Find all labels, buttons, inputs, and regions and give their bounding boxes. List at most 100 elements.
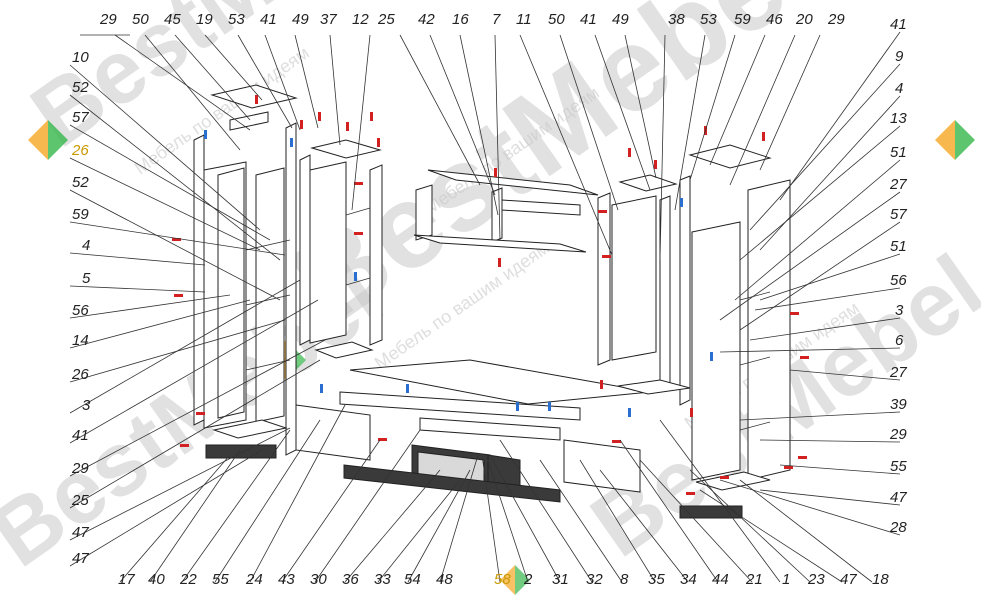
callouts-top-right: 50 41 49 38 53 59 46 20 29 xyxy=(548,11,845,28)
callout-label: 28 xyxy=(889,519,907,536)
wall-shelf-middle xyxy=(501,199,581,216)
callout-label: 35 xyxy=(648,571,665,588)
tv-stand xyxy=(295,359,691,503)
wall-shelf-bottom xyxy=(413,234,587,253)
callout-label: 25 xyxy=(71,492,89,509)
callout-label: 45 xyxy=(164,11,181,28)
callout-label: 12 xyxy=(352,11,369,28)
right-cabinet-back xyxy=(747,179,791,481)
callout-label: 51 xyxy=(890,238,907,255)
callout-label: 29 xyxy=(889,426,907,443)
glass-cabinet-bottom xyxy=(314,341,374,359)
glass-cabinet-left-side xyxy=(299,154,311,346)
callout-label: 1 xyxy=(782,571,790,588)
callout-label: 3 xyxy=(82,397,91,414)
glass-cabinet-glass-door xyxy=(309,161,347,344)
callout-label: 41 xyxy=(580,11,597,28)
callout-label: 56 xyxy=(890,272,907,289)
callout-label: 47 xyxy=(72,524,89,541)
right-cabinet-shelf-2 xyxy=(739,356,771,366)
narrow-cabinet-right-side xyxy=(659,195,671,391)
callout-label: 33 xyxy=(374,571,391,588)
callouts-top-mid: 25 42 16 7 11 xyxy=(377,11,532,28)
callout-label: 48 xyxy=(436,571,453,588)
callout-label: 47 xyxy=(840,571,857,588)
callout-label: 6 xyxy=(895,332,904,349)
logo-mark-left xyxy=(28,120,68,160)
callout-label: 19 xyxy=(196,11,213,28)
callout-label: 11 xyxy=(516,11,532,28)
glass-cabinet-top xyxy=(310,139,382,159)
wall-shelf-left-end xyxy=(415,184,433,241)
callout-label: 21 xyxy=(745,571,763,588)
callout-label: 49 xyxy=(612,11,629,28)
callout-label: 57 xyxy=(890,206,907,223)
callout-label: 27 xyxy=(889,176,907,193)
callout-label: 27 xyxy=(889,364,907,381)
wall-shelf-top xyxy=(427,169,599,196)
left-cabinet-right-side xyxy=(285,122,297,456)
callout-label: 59 xyxy=(734,11,751,28)
callout-label: 47 xyxy=(72,550,89,567)
callout-label: 39 xyxy=(890,396,907,413)
callout-label: 53 xyxy=(700,11,717,28)
glass-cabinet-shelf-2 xyxy=(345,277,371,286)
callout-label-highlight: 58 xyxy=(494,571,511,588)
callout-label: 29 xyxy=(99,11,117,28)
left-cabinet-side-panel xyxy=(193,134,205,426)
callout-label: 14 xyxy=(72,332,89,349)
callouts-top-left: 29 50 45 19 53 41 49 37 12 xyxy=(99,11,369,28)
callout-label: 49 xyxy=(292,11,309,28)
right-cabinet-left-side xyxy=(679,175,691,406)
wall-shelf-unit xyxy=(413,169,599,253)
callout-label: 55 xyxy=(890,458,907,475)
callout-label: 22 xyxy=(179,571,197,588)
callout-label: 41 xyxy=(890,16,907,33)
callout-label: 4 xyxy=(895,80,903,97)
left-cabinet-shelf-3 xyxy=(245,359,291,371)
callout-label: 54 xyxy=(404,571,421,588)
callout-label: 17 xyxy=(118,571,135,588)
callout-label: 56 xyxy=(72,302,89,319)
callout-label: 26 xyxy=(71,366,89,383)
callout-label: 50 xyxy=(548,11,565,28)
callout-label: 7 xyxy=(492,11,501,28)
callout-label: 38 xyxy=(668,11,685,28)
callout-label: 20 xyxy=(795,11,813,28)
callout-label: 32 xyxy=(586,571,603,588)
callouts-left: 10 52 57 26 52 59 4 5 56 14 26 3 41 29 2… xyxy=(71,49,91,567)
right-cabinet-top-panel xyxy=(688,144,772,169)
right-tall-cabinet xyxy=(679,144,791,519)
logo-mark-right xyxy=(935,120,975,160)
right-cabinet-base-board xyxy=(679,505,743,519)
tv-stand-left-door xyxy=(295,404,371,461)
callout-label: 24 xyxy=(245,571,263,588)
callout-label: 47 xyxy=(890,489,907,506)
left-cabinet-base-board xyxy=(205,444,277,459)
tv-stand-shelf xyxy=(419,417,561,441)
callout-label: 10 xyxy=(72,49,89,66)
callout-label: 55 xyxy=(212,571,229,588)
tv-stand-right-door xyxy=(563,439,641,493)
callouts-right: 41 9 4 13 51 27 57 51 56 3 6 27 39 29 55… xyxy=(889,16,907,536)
left-glass-cabinet xyxy=(299,139,383,359)
left-cabinet-back xyxy=(217,167,245,419)
fastener-markers xyxy=(172,95,809,495)
callout-label: 46 xyxy=(766,11,783,28)
tv-stand-side-top xyxy=(617,379,691,395)
callout-label: 23 xyxy=(807,571,825,588)
callout-label: 52 xyxy=(72,174,89,191)
callout-label: 41 xyxy=(72,427,89,444)
callout-label: 29 xyxy=(71,460,89,477)
glass-cabinet-shelf-1 xyxy=(345,207,371,216)
callout-label: 42 xyxy=(418,11,435,28)
callout-label: 37 xyxy=(320,11,337,28)
callout-label: 57 xyxy=(72,109,89,126)
callout-label: 4 xyxy=(82,237,90,254)
callout-label: 44 xyxy=(712,571,729,588)
callout-label: 31 xyxy=(552,571,569,588)
right-cabinet-shelf-1 xyxy=(739,291,771,301)
callout-label: 2 xyxy=(523,571,533,588)
